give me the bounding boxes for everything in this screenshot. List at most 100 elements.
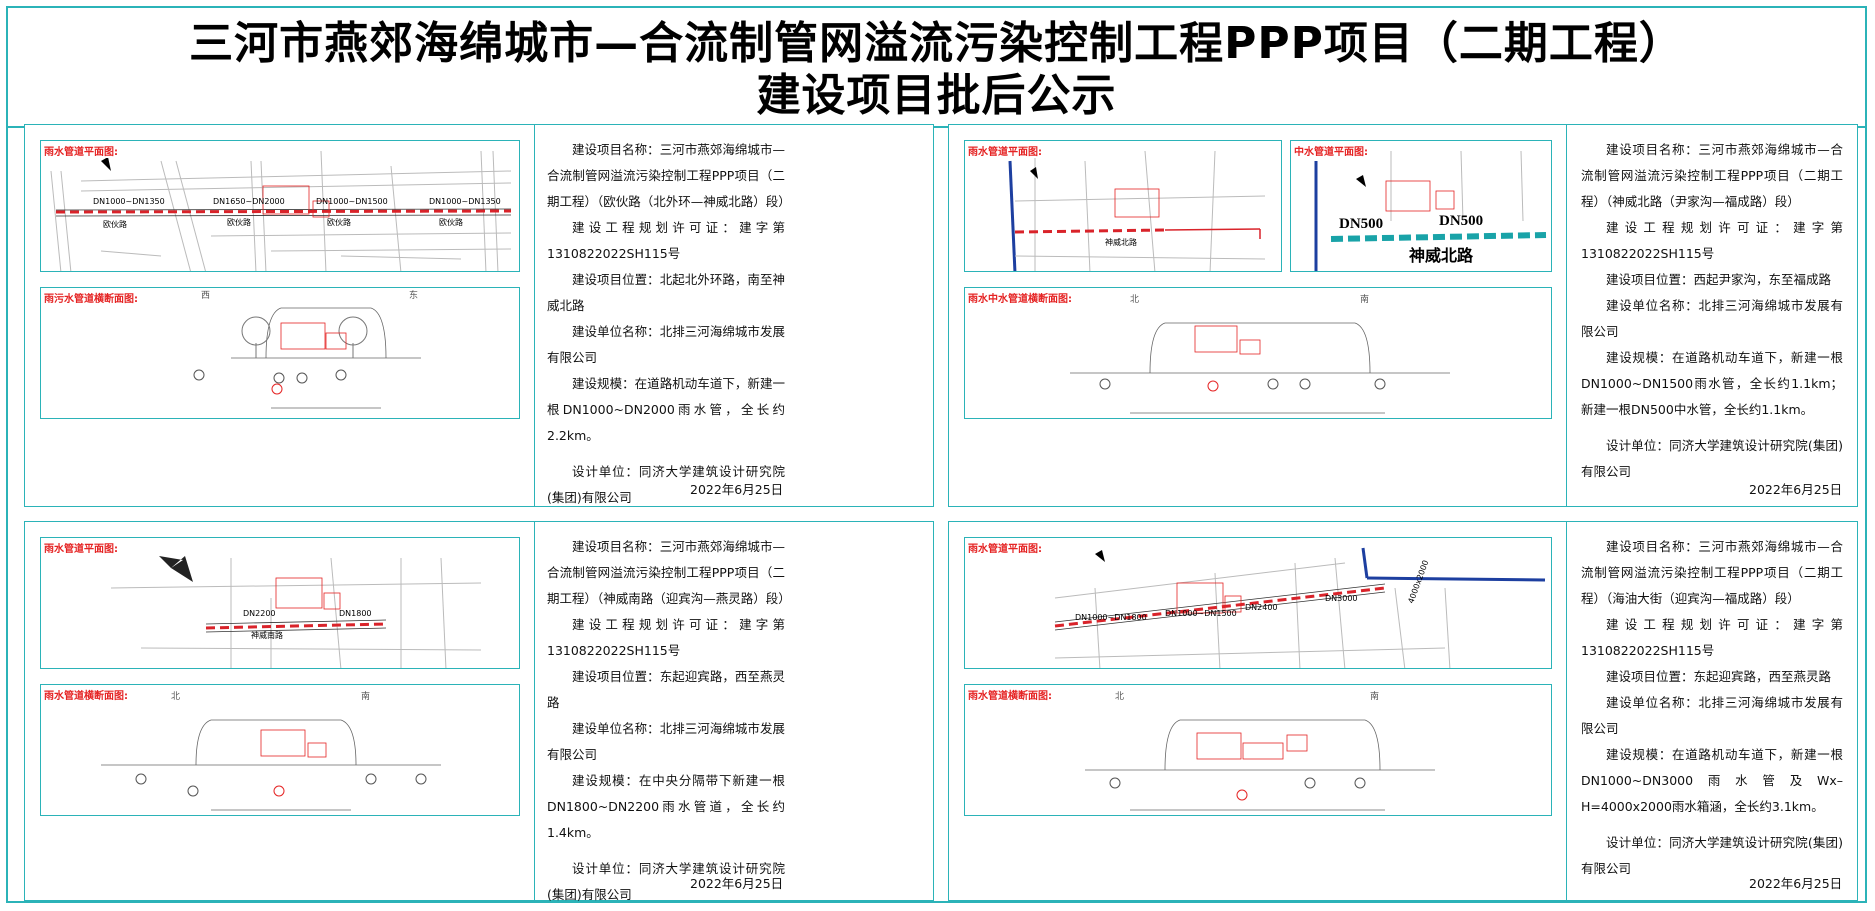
project-name: 建设项目名称：三河市燕郊海绵城市—合流制管网溢流污染控制工程PPP项目（二期工程… bbox=[547, 539, 791, 606]
rain-pipe-plan-map: DN2200 DN1800 神威南路 bbox=[110, 556, 482, 668]
project-info-4: 建设项目名称：三河市燕郊海绵城市—合流制管网溢流污染控制工程PPP项目（二期工程… bbox=[1581, 534, 1843, 882]
north-arrow-icon bbox=[1030, 167, 1038, 179]
project-location: 建设项目位置：东起迎宾路，西至燕灵路 bbox=[547, 669, 785, 710]
cross-section-drawing: 西 东 bbox=[193, 289, 421, 409]
project-panel-2: 雨水管道平面图: 神威北路 中水管道平面图: bbox=[948, 124, 1858, 507]
plan-caption: 雨水管道平面图: bbox=[44, 540, 118, 555]
permit-number: 建 设 工 程 规 划 许 可 证 ： 建 字 第1310822022SH115… bbox=[1581, 617, 1843, 658]
notice-date: 2022年6月25日 bbox=[1749, 876, 1843, 891]
north-arrow-icon bbox=[1095, 550, 1105, 562]
direction-label: 西 bbox=[201, 290, 210, 301]
direction-label: 北 bbox=[171, 691, 180, 702]
project-location: 建设项目位置：东起迎宾路，西至燕灵路 bbox=[1606, 669, 1832, 684]
notice-date: 2022年6月25日 bbox=[1749, 482, 1843, 497]
direction-label: 北 bbox=[1130, 294, 1139, 305]
panel-divider bbox=[1566, 522, 1567, 900]
map-label: DN1000~DN1350 bbox=[429, 197, 501, 206]
section-drawing-4: 雨水管道横断面图: 北 南 bbox=[964, 684, 1552, 816]
construction-scale: 建设规模：在道路机动车道下，新建一根DN1000~DN2000雨水管，全长约2.… bbox=[547, 376, 785, 443]
map-label: DN2200 bbox=[243, 609, 276, 618]
project-name: 建设项目名称：三河市燕郊海绵城市—合流制管网溢流污染控制工程PPP项目（二期工程… bbox=[1581, 539, 1843, 606]
plan-caption: 雨水管道平面图: bbox=[44, 143, 118, 158]
map-label: 神威北路 bbox=[1409, 246, 1474, 265]
project-info-1: 建设项目名称：三河市燕郊海绵城市—合流制管网溢流污染控制工程PPP项目（二期工程… bbox=[547, 137, 791, 511]
map-label: 神威南路 bbox=[251, 630, 283, 640]
design-unit: 设计单位：同济大学建筑设计研究院(集团)有限公司 bbox=[547, 464, 785, 505]
panel-divider bbox=[534, 522, 535, 900]
design-unit: 设计单位：同济大学建筑设计研究院(集团)有限公司 bbox=[547, 861, 785, 902]
cross-section-drawing: 北 南 bbox=[1070, 293, 1450, 414]
map-label: DN1800 bbox=[339, 609, 372, 618]
direction-label: 南 bbox=[1360, 293, 1369, 305]
construction-unit: 建设单位名称：北排三河海绵城市发展有限公司 bbox=[547, 324, 785, 365]
north-arrow-icon bbox=[101, 157, 111, 171]
map-label: 欧伙路 bbox=[227, 217, 251, 227]
map-label: DN1000~DN1500 bbox=[1165, 609, 1237, 618]
map-label: DN1000~DN1350 bbox=[93, 197, 165, 206]
rain-pipe-plan-map: 神威北路 bbox=[1008, 150, 1266, 271]
cross-section-drawing: 北 南 bbox=[1085, 690, 1435, 811]
plan-drawing-1: 雨水管道平面图: bbox=[40, 140, 520, 272]
direction-label: 东 bbox=[409, 289, 418, 301]
construction-scale: 建设规模：在中央分隔带下新建一根DN1800~DN2200雨水管道，全长约1.4… bbox=[547, 773, 785, 840]
construction-scale: 建设规模：在道路机动车道下，新建一根DN1000~DN1500雨水管，全长约1.… bbox=[1581, 350, 1843, 417]
north-arrow-icon bbox=[159, 556, 193, 582]
panel-divider bbox=[1566, 125, 1567, 506]
notice-board: 三河市燕郊海绵城市—合流制管网溢流污染控制工程PPP项目（二期工程） 建设项目批… bbox=[6, 6, 1867, 903]
map-label: 神威北路 bbox=[1105, 237, 1137, 247]
panel-divider bbox=[534, 125, 535, 506]
section-caption: 雨水管道横断面图: bbox=[968, 687, 1052, 702]
rain-pipe-plan-map: DN1000~DN1350 DN1650~DN2000 DN1000~DN150… bbox=[50, 150, 512, 271]
permit-number: 建 设 工 程 规 划 许 可 证 ： 建 字 第1310822022SH115… bbox=[547, 220, 785, 261]
section-caption: 雨水中水管道横断面图: bbox=[968, 290, 1072, 305]
construction-scale: 建设规模：在道路机动车道下，新建一根DN1000~DN3000雨水管及Wx–H=… bbox=[1581, 747, 1843, 814]
permit-number: 建 设 工 程 规 划 许 可 证 ： 建 字 第1310822022SH115… bbox=[547, 617, 785, 658]
section-drawing-2: 雨水中水管道横断面图: 北 南 bbox=[964, 287, 1552, 419]
notice-date: 2022年6月25日 bbox=[690, 876, 784, 891]
section-drawing-1: 雨污水管道横断面图: 西 东 bbox=[40, 287, 520, 419]
project-location: 建设项目位置：北起北外环路，南至神威北路 bbox=[547, 272, 785, 313]
map-label: DN2400 bbox=[1245, 603, 1278, 612]
map-label: DN1650~DN2000 bbox=[213, 197, 285, 206]
design-unit: 设计单位：同济大学建筑设计研究院(集团)有限公司 bbox=[1581, 438, 1843, 479]
map-label: 4000x2000 bbox=[1406, 559, 1430, 605]
plan-drawing-4: 雨水管道平面图: DN1000~DN1800 DN1000~DN15 bbox=[964, 537, 1552, 669]
project-panel-1: 雨水管道平面图: bbox=[24, 124, 934, 507]
reclaimed-plan-drawing-2: 中水管道平面图: DN500 DN500 神威北路 bbox=[1290, 140, 1552, 272]
map-label: DN3000 bbox=[1325, 594, 1358, 603]
map-label: 欧伙路 bbox=[439, 217, 463, 227]
direction-label: 北 bbox=[1115, 691, 1124, 702]
section-drawing-3: 雨水管道横断面图: 北 南 bbox=[40, 684, 520, 816]
map-label: 欧伙路 bbox=[103, 219, 127, 229]
design-unit: 设计单位：同济大学建筑设计研究院(集团)有限公司 bbox=[1581, 835, 1843, 876]
section-caption: 雨水管道横断面图: bbox=[44, 687, 128, 702]
project-panel-3: 雨水管道平面图: DN2200 DN1800 神威南路 bbox=[24, 521, 934, 902]
plan-drawing-3: 雨水管道平面图: DN2200 DN1800 神威南路 bbox=[40, 537, 520, 669]
map-label: DN1000~DN1800 bbox=[1075, 613, 1147, 622]
direction-label: 南 bbox=[361, 690, 370, 702]
permit-number: 建 设 工 程 规 划 许 可 证 ： 建 字 第1310822022SH115… bbox=[1581, 220, 1843, 261]
map-label: DN500 bbox=[1339, 216, 1383, 232]
project-location: 建设项目位置：西起尹家沟，东至福成路 bbox=[1606, 272, 1832, 287]
page-title: 三河市燕郊海绵城市—合流制管网溢流污染控制工程PPP项目（二期工程） bbox=[189, 18, 1684, 69]
project-name: 建设项目名称：三河市燕郊海绵城市—合流制管网溢流污染控制工程PPP项目（二期工程… bbox=[547, 142, 791, 209]
construction-unit: 建设单位名称：北排三河海绵城市发展有限公司 bbox=[1581, 298, 1843, 339]
construction-unit: 建设单位名称：北排三河海绵城市发展有限公司 bbox=[547, 721, 785, 762]
page-subtitle: 建设项目批后公示 bbox=[756, 70, 1117, 121]
plan-caption: 中水管道平面图: bbox=[1294, 143, 1368, 158]
plan-caption: 雨水管道平面图: bbox=[968, 540, 1042, 555]
map-label: DN500 bbox=[1439, 213, 1483, 229]
section-caption: 雨污水管道横断面图: bbox=[44, 290, 138, 305]
map-label: 欧伙路 bbox=[327, 217, 351, 227]
plan-caption: 雨水管道平面图: bbox=[968, 143, 1042, 158]
project-info-2: 建设项目名称：三河市燕郊海绵城市—合流制管网溢流污染控制工程PPP项目（二期工程… bbox=[1581, 137, 1843, 485]
direction-label: 南 bbox=[1370, 690, 1379, 702]
north-arrow-icon bbox=[1356, 175, 1366, 187]
construction-unit: 建设单位名称：北排三河海绵城市发展有限公司 bbox=[1581, 695, 1843, 736]
cross-section-drawing: 北 南 bbox=[101, 690, 441, 811]
notice-date: 2022年6月25日 bbox=[690, 482, 784, 497]
project-info-3: 建设项目名称：三河市燕郊海绵城市—合流制管网溢流污染控制工程PPP项目（二期工程… bbox=[547, 534, 791, 908]
reclaimed-water-plan-map: DN500 DN500 神威北路 bbox=[1314, 150, 1547, 271]
project-panel-4: 雨水管道平面图: DN1000~DN1800 DN1000~DN15 bbox=[948, 521, 1858, 901]
tree-icon bbox=[241, 316, 368, 358]
